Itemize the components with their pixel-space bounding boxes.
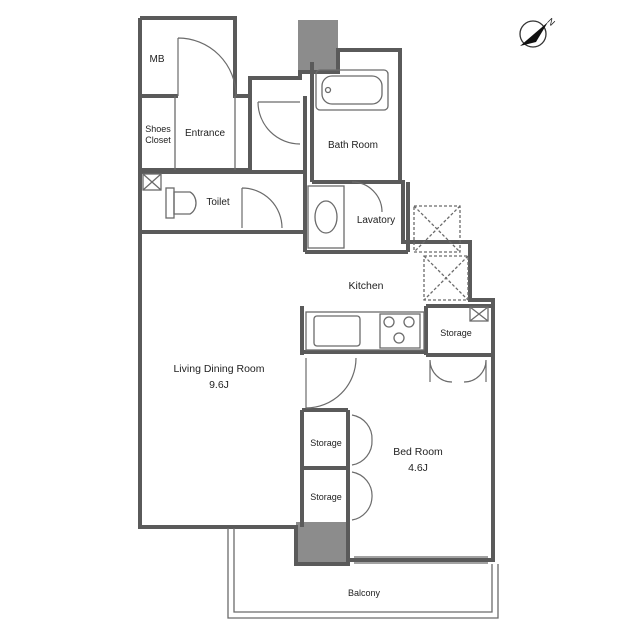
hall-door[interactable] xyxy=(257,101,301,145)
closet-lower-doors[interactable] xyxy=(351,471,373,521)
burner-icon xyxy=(403,316,415,328)
bathtub-inner xyxy=(321,75,383,105)
shaft-lower xyxy=(423,255,469,301)
label-kitchen: Kitchen xyxy=(348,280,383,292)
kitchen-counter xyxy=(305,311,425,351)
label-shoes-line2: Closet xyxy=(145,135,171,145)
structural-column-bottom xyxy=(296,522,348,564)
toilet-tank xyxy=(165,187,175,219)
bathtub xyxy=(315,69,389,111)
entrance-door[interactable] xyxy=(177,37,237,97)
balcony-outline xyxy=(227,528,499,619)
label-bath: Bath Room xyxy=(328,140,378,151)
vent-box-storage xyxy=(469,306,489,322)
storage-kitchen-doors[interactable] xyxy=(429,359,487,383)
exterior-wall xyxy=(138,16,495,566)
toilet-door[interactable] xyxy=(241,187,283,229)
label-mb: MB xyxy=(150,54,165,65)
north-arrow-icon: N xyxy=(519,16,557,48)
label-lavatory: Lavatory xyxy=(357,215,395,226)
kitchen-sink xyxy=(313,315,361,347)
label-entrance: Entrance xyxy=(185,128,225,139)
lavatory-sink xyxy=(314,200,338,234)
label-storage-lower: Storage xyxy=(310,492,342,502)
label-shoes-line1: Shoes xyxy=(145,124,171,134)
balcony-inner xyxy=(233,528,493,613)
burner-icon xyxy=(393,332,405,344)
label-storage-kitchen: Storage xyxy=(440,328,472,338)
label-living-size: 9.6J xyxy=(209,379,229,391)
living-door[interactable] xyxy=(305,357,357,409)
bath-door[interactable] xyxy=(351,181,383,213)
label-bedroom-size: 4.6J xyxy=(408,462,428,474)
north-label: N xyxy=(545,16,557,28)
vent-box-toilet xyxy=(142,173,162,191)
label-living: Living Dining Room xyxy=(173,363,264,375)
label-storage-upper: Storage xyxy=(310,438,342,448)
closet-upper-doors[interactable] xyxy=(351,414,373,466)
label-balcony: Balcony xyxy=(348,588,381,598)
lavatory-counter xyxy=(307,185,345,249)
shaft-upper xyxy=(413,205,461,253)
kitchen-stove xyxy=(379,313,421,349)
structural-column-top xyxy=(298,20,338,72)
label-bedroom: Bed Room xyxy=(393,446,443,458)
toilet-bowl xyxy=(173,191,197,215)
burner-icon xyxy=(383,316,395,328)
label-toilet: Toilet xyxy=(206,197,230,208)
